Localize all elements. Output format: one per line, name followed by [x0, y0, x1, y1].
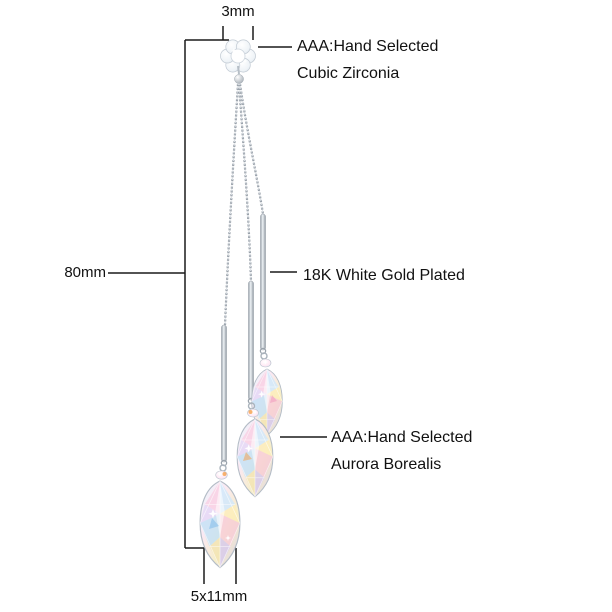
- orange-glint-2: [222, 472, 227, 476]
- metal-bar-right: [260, 213, 266, 351]
- stud-ball: [234, 74, 244, 84]
- orange-facet-glint: [243, 452, 252, 461]
- cz-stud-cluster: [220, 39, 256, 84]
- pink-glint: [270, 395, 277, 403]
- crystal-drop-middle: [236, 402, 274, 498]
- chain-strand-middle: [237, 83, 253, 282]
- label-cubic-zirconia-line2: Cubic Zirconia: [297, 65, 400, 82]
- crystal-drop-right: [251, 352, 283, 437]
- label-plating: 18K White Gold Plated: [303, 267, 465, 284]
- metal-bar-left: [221, 324, 227, 463]
- chain-strands: [223, 83, 265, 326]
- orange-glint: [248, 410, 253, 414]
- blue-facet-glint: [209, 518, 219, 529]
- crystal-drop-bottom: [199, 464, 241, 569]
- measurement-annotations: [108, 26, 327, 584]
- label-aurora-borealis-line1: AAA:Hand Selected: [331, 429, 473, 446]
- label-length: 80mm: [64, 264, 106, 281]
- label-aurora-borealis-line2: Aurora Borealis: [331, 456, 442, 473]
- label-cubic-zirconia-line1: AAA:Hand Selected: [297, 38, 439, 55]
- earring-illustration: [199, 39, 283, 569]
- label-bottom-size: 5x11mm: [190, 588, 248, 605]
- metal-bar-middle: [248, 280, 254, 401]
- label-aurora-borealis: AAA:Hand Selected Aurora Borealis: [331, 424, 472, 478]
- label-top-size: 3mm: [221, 3, 255, 20]
- label-cubic-zirconia: AAA:Hand Selected Cubic Zirconia: [297, 33, 438, 87]
- metal-bars: [220, 213, 267, 467]
